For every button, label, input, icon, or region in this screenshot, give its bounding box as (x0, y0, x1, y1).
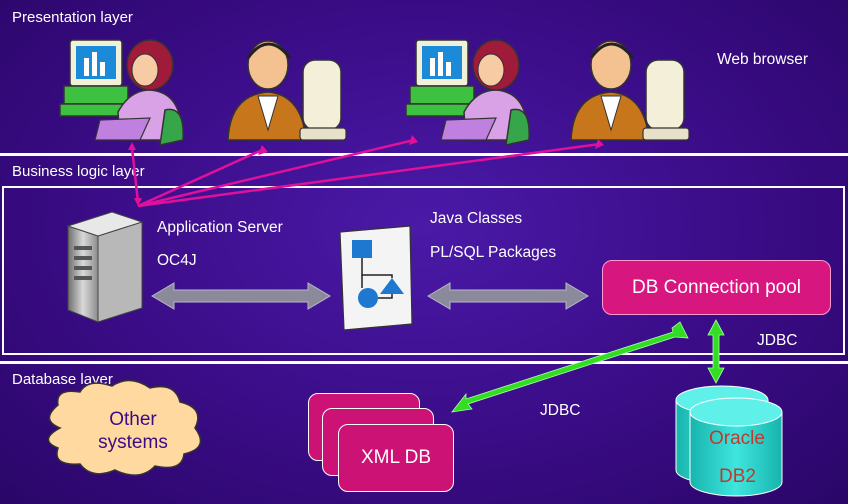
jdbc-arrows (451, 319, 725, 413)
web-browser-label: Web browser (717, 51, 809, 68)
user-at-computer-icon (405, 39, 530, 146)
database-layer-label: Database layer (12, 371, 113, 388)
flowchart-document-icon (339, 225, 413, 331)
cloud-icon (47, 379, 202, 476)
database-separator (0, 361, 848, 364)
application-server-icon (66, 211, 144, 323)
business-layer-box (2, 186, 845, 355)
oc4j-label: OC4J (157, 252, 197, 269)
business-layer-label: Business logic layer (12, 163, 145, 180)
http-arrows (128, 135, 604, 208)
db2-label: DB2 (719, 466, 756, 487)
presentation-layer-label: Presentation layer (12, 9, 133, 26)
jdbc-pool-label: JDBC (757, 332, 798, 349)
user-at-computer-icon (59, 39, 184, 146)
other-systems-line2: systems (98, 432, 168, 453)
xml-db-card: XML DB (338, 424, 454, 492)
database-cylinder-icon (675, 385, 783, 497)
presentation-separator (0, 153, 848, 156)
app-server-label: Application Server (157, 219, 283, 236)
java-classes-label: Java Classes (430, 210, 523, 227)
other-systems-line1: Other (109, 409, 157, 430)
oracle-label: Oracle (709, 428, 765, 449)
user-with-headset-icon (227, 40, 347, 141)
user-with-headset-icon (570, 40, 690, 141)
jdbc-xml-label: JDBC (540, 402, 581, 419)
db-connection-pool: DB Connection pool (602, 260, 831, 315)
plsql-packages-label: PL/SQL Packages (430, 244, 557, 261)
gray-double-arrow (151, 282, 589, 310)
